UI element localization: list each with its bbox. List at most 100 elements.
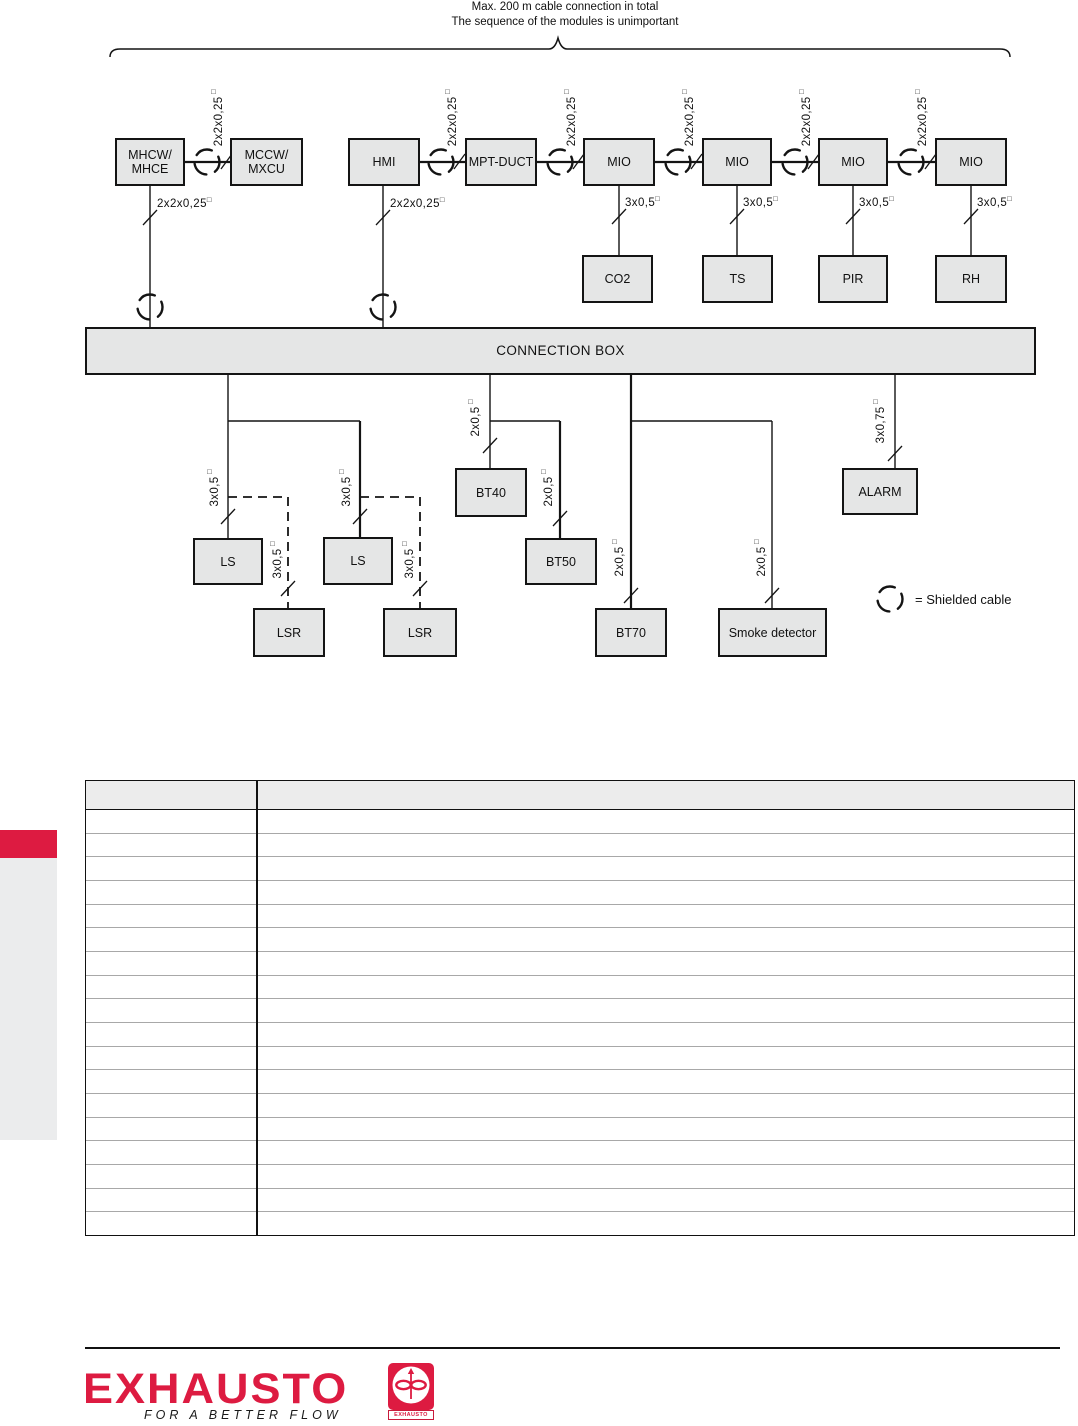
device-box-bt70: BT70 xyxy=(595,608,667,657)
cable-label-bus: 2x2x0,25□ xyxy=(157,195,212,210)
module-label: MIO xyxy=(841,155,865,169)
device-box-alarm: ALARM xyxy=(842,468,918,515)
legend-label: = Shielded cable xyxy=(915,592,1012,607)
mm2-square-icon: □ xyxy=(680,87,689,97)
mm2-square-icon: □ xyxy=(443,87,452,97)
connection-box: CONNECTION BOX xyxy=(85,327,1036,375)
note-line-2: The sequence of the modules is unimporta… xyxy=(451,16,679,28)
shield-icon xyxy=(136,293,164,321)
mm2-square-icon: □ xyxy=(268,539,277,549)
device-label: LS xyxy=(220,554,236,569)
shield-icon xyxy=(897,148,925,176)
cable-label-sensor: 3x0,5□ xyxy=(977,194,1013,209)
module-box-mio-2: MIO xyxy=(702,138,772,186)
logo-wordmark-small: EXHAUSTO xyxy=(388,1410,434,1420)
mm2-square-icon: □ xyxy=(400,539,409,549)
mm2-square-icon: □ xyxy=(337,467,346,477)
mm2-square-icon: □ xyxy=(889,194,895,203)
device-label: BT50 xyxy=(546,554,576,569)
note-line-1: Max. 200 m cable connection in total xyxy=(471,1,659,13)
mm2-square-icon: □ xyxy=(1007,194,1013,203)
shield-icon xyxy=(546,148,574,176)
brace xyxy=(109,35,1011,58)
sensor-label: RH xyxy=(961,272,981,286)
mm2-square-icon: □ xyxy=(562,87,571,97)
module-label: MCCW/ MXCU xyxy=(244,148,289,176)
device-label: Smoke detector xyxy=(728,625,817,640)
table-row xyxy=(86,928,1074,952)
device-label: LS xyxy=(350,554,366,568)
cable-label-bt40: 2x0,5□ xyxy=(466,397,482,437)
cable-label-bt50: 2x0,5□ xyxy=(539,467,555,507)
sensor-box-rh: RH xyxy=(935,255,1007,303)
table-row xyxy=(86,810,1074,834)
mm2-square-icon: □ xyxy=(752,537,761,547)
mm2-square-icon: □ xyxy=(209,87,218,97)
table-row xyxy=(86,1141,1074,1165)
spec-table xyxy=(85,780,1075,1236)
device-box-lsr-1: LSR xyxy=(253,608,325,657)
table-row xyxy=(86,857,1074,881)
table-row xyxy=(86,1212,1074,1236)
module-box-mpt-duct: MPT-DUCT xyxy=(465,138,537,186)
table-row xyxy=(86,976,1074,1000)
connection-box-label: CONNECTION BOX xyxy=(496,343,625,358)
module-label: MIO xyxy=(725,155,749,169)
cable-label-sensor: 3x0,5□ xyxy=(625,194,661,209)
table-row xyxy=(86,1070,1074,1094)
cable-label-sensor: 3x0,5□ xyxy=(859,194,895,209)
device-box-lsr-2: LSR xyxy=(383,608,457,657)
wiring-diagram-lines xyxy=(109,35,1011,613)
module-label: MHCW/ MHCE xyxy=(128,148,172,176)
module-label: HMI xyxy=(372,155,396,169)
sensor-label: PIR xyxy=(842,272,864,286)
device-box-ls-2: LS xyxy=(323,537,393,585)
mm2-square-icon: □ xyxy=(439,195,445,204)
cable-label-bus: 2x2x0,25□ xyxy=(443,87,459,147)
table-row xyxy=(86,1189,1074,1213)
table-row xyxy=(86,1023,1074,1047)
section-tab-gray xyxy=(0,858,57,1140)
table-row xyxy=(86,881,1074,905)
device-label: BT40 xyxy=(476,485,506,500)
cable-label-smoke: 2x0,5□ xyxy=(752,537,768,577)
cable-label-bus: 2x2x0,25□ xyxy=(797,87,813,147)
sensor-label: CO2 xyxy=(604,272,631,286)
device-label: ALARM xyxy=(858,484,902,499)
mm2-square-icon: □ xyxy=(871,397,880,407)
device-label: LSR xyxy=(276,625,302,640)
module-box-mio-3: MIO xyxy=(818,138,888,186)
mm2-square-icon: □ xyxy=(610,537,619,547)
module-box-mio-4: MIO xyxy=(935,138,1007,186)
cable-label-bus: 2x2x0,25□ xyxy=(680,87,696,147)
cable-label-bus: 2x2x0,25□ xyxy=(209,87,225,147)
section-tab-red xyxy=(0,830,57,858)
cable-label-ls: 3x0,5□ xyxy=(205,467,221,507)
cable-label-lsr: 3x0,5□ xyxy=(400,539,416,579)
mm2-square-icon: □ xyxy=(797,87,806,97)
mm2-square-icon: □ xyxy=(913,87,922,97)
logo-propeller-icon xyxy=(388,1363,434,1410)
table-row xyxy=(86,1094,1074,1118)
device-box-ls-1: LS xyxy=(193,538,263,585)
module-box-hmi: HMI xyxy=(348,138,420,186)
footer-divider xyxy=(85,1347,1060,1350)
cable-label-sensor: 3x0,5□ xyxy=(743,194,779,209)
module-box-mio-1: MIO xyxy=(583,138,655,186)
module-box-mhcw: MHCW/ MHCE xyxy=(115,138,185,186)
table-row xyxy=(86,834,1074,858)
cable-label-ls: 3x0,5□ xyxy=(337,467,353,507)
cable-label-lsr: 3x0,5□ xyxy=(268,539,284,579)
device-label: LSR xyxy=(407,625,433,640)
shield-icon xyxy=(193,148,221,176)
mm2-square-icon: □ xyxy=(466,397,475,407)
cable-label-alarm: 3x0,75□ xyxy=(871,397,887,444)
spec-table-body xyxy=(86,810,1074,1236)
device-box-bt40: BT40 xyxy=(455,468,527,517)
sensor-label: TS xyxy=(729,272,746,286)
mm2-square-icon: □ xyxy=(205,467,214,477)
brand-wordmark: EXHAUSTO xyxy=(83,1364,349,1413)
sensor-box-pir: PIR xyxy=(818,255,888,303)
cable-label-bus: 2x2x0,25□ xyxy=(562,87,578,147)
